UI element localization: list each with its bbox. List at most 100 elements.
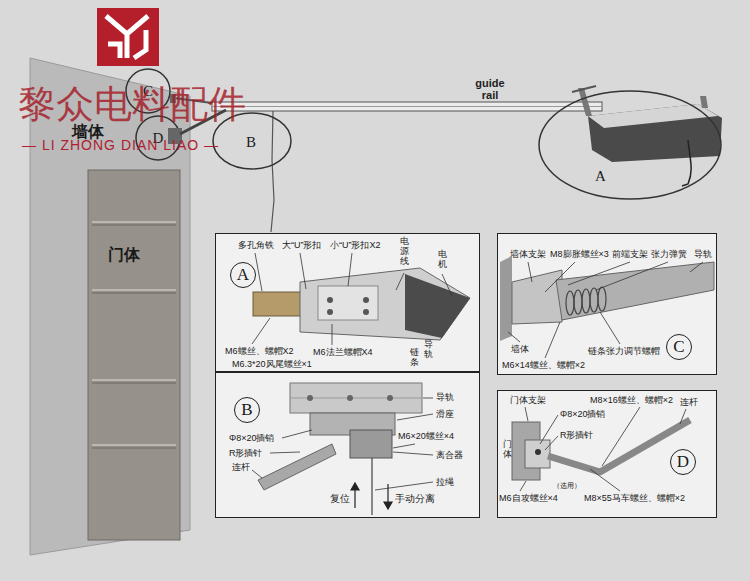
detail-panel-ground xyxy=(497,233,717,375)
leader-line xyxy=(596,262,668,290)
panel-letter: D xyxy=(670,449,696,475)
front-bracket xyxy=(500,256,512,341)
opener-unit xyxy=(572,86,596,92)
leader-line xyxy=(255,253,262,291)
door-bracket xyxy=(512,420,690,480)
part-callout: 大“U”形扣 xyxy=(282,240,322,251)
motor-assembly xyxy=(318,286,378,320)
leader-line xyxy=(568,262,630,285)
part-callout: 墙体支架 xyxy=(510,249,546,260)
guide-rail xyxy=(212,106,602,107)
trolley-assembly xyxy=(350,430,392,458)
part-callout: 连杆 xyxy=(680,397,698,408)
brand-logo xyxy=(97,8,159,66)
opener-unit xyxy=(578,88,592,116)
door-groove xyxy=(92,379,176,381)
part-callout: M8膨胀螺丝×3 xyxy=(550,249,609,260)
leader-line xyxy=(528,262,532,282)
leader-line xyxy=(680,409,686,424)
door-groove xyxy=(92,383,176,384)
part-callout: Φ8×20插销 xyxy=(229,433,274,444)
part-callout: 张力弹簧 xyxy=(651,249,687,260)
opener-unit xyxy=(682,140,691,186)
leader-line xyxy=(282,430,312,438)
part-callout: 复位 xyxy=(330,493,350,505)
door-bracket xyxy=(548,420,690,472)
leader-line xyxy=(396,273,404,290)
part-callout: M6.3*20风尾螺丝×1 xyxy=(232,359,312,370)
door-outline xyxy=(88,170,180,540)
opener-unit xyxy=(572,86,722,186)
front-bracket xyxy=(512,270,562,324)
leader-line xyxy=(600,312,620,344)
part-callout: 多孔角铁 xyxy=(238,240,274,251)
part-callout: 墙体 xyxy=(511,344,529,355)
front-bracket xyxy=(582,289,590,313)
trolley-assembly xyxy=(371,458,372,515)
region-label: 门体 xyxy=(108,245,140,266)
leader-line xyxy=(332,324,333,345)
part-callout: M8×55马车螺丝、螺帽×2 xyxy=(584,493,685,504)
leader-line xyxy=(545,322,560,358)
panel-letter: A xyxy=(230,262,256,288)
callout-letter: A xyxy=(595,168,606,185)
callout-circle: A xyxy=(538,90,722,200)
trolley-assembly xyxy=(347,395,353,401)
part-callout: 小“U”形扣X2 xyxy=(330,240,381,251)
leader-line xyxy=(525,407,528,421)
part-callout: 链条张力调节螺帽 xyxy=(588,346,660,357)
direction-arrow xyxy=(354,488,355,508)
part-callout: M6法兰螺帽X4 xyxy=(313,347,373,358)
opener-unit xyxy=(588,104,718,128)
motor-assembly xyxy=(253,268,470,340)
part-callout: 门体 xyxy=(503,440,512,460)
part-callout: 连杆 xyxy=(232,462,250,473)
front-bracket xyxy=(566,291,574,315)
motor-assembly xyxy=(327,297,333,303)
wall-region: 墙体门体 xyxy=(30,58,190,555)
leader-line xyxy=(393,444,415,448)
brand-logo xyxy=(106,16,148,58)
part-callout: 滑座 xyxy=(436,409,454,420)
part-callout: 门体支架 xyxy=(510,395,546,406)
guide-rail xyxy=(212,102,602,111)
guide-rail xyxy=(212,102,602,111)
leader-line xyxy=(545,436,558,450)
trolley-assembly xyxy=(307,395,313,401)
door-groove xyxy=(92,225,176,226)
trolley-assembly xyxy=(258,444,336,490)
part-callout: 电源线 xyxy=(400,237,409,267)
door-groove xyxy=(92,448,176,449)
part-callout: 电机 xyxy=(438,250,447,270)
part-callout: 离合器 xyxy=(436,450,463,461)
motor-assembly xyxy=(327,309,333,315)
leader-line xyxy=(602,407,640,466)
leader-line xyxy=(375,482,433,490)
leader-line xyxy=(300,253,306,289)
rail-label: guide rail xyxy=(473,78,507,101)
direction-arrow xyxy=(351,483,392,509)
leader-line xyxy=(252,318,270,344)
leader-line xyxy=(393,452,433,455)
leader-line xyxy=(423,398,433,399)
direction-arrow xyxy=(387,484,388,504)
watermark-title: 黎众电料配件 xyxy=(18,84,246,126)
release-cord xyxy=(271,111,274,232)
leader-line xyxy=(690,262,703,272)
part-callout: M6自攻螺丝×4 xyxy=(499,493,558,504)
door-groove xyxy=(92,444,176,446)
detail-panel-ground xyxy=(215,233,480,518)
leader-line xyxy=(252,470,262,478)
wall-shape xyxy=(30,58,190,555)
part-callout: M6×14螺丝、螺帽×2 xyxy=(502,360,585,371)
leader-line xyxy=(520,481,526,491)
part-callout: M6×20螺丝×4 xyxy=(398,431,454,442)
front-bracket xyxy=(500,256,714,341)
part-callout: 手动分离 xyxy=(395,493,435,505)
leader-line xyxy=(252,253,452,345)
leader-line xyxy=(252,398,433,490)
leader-line xyxy=(508,332,520,342)
panel-letter: B xyxy=(234,397,260,423)
leader-line xyxy=(442,274,452,296)
